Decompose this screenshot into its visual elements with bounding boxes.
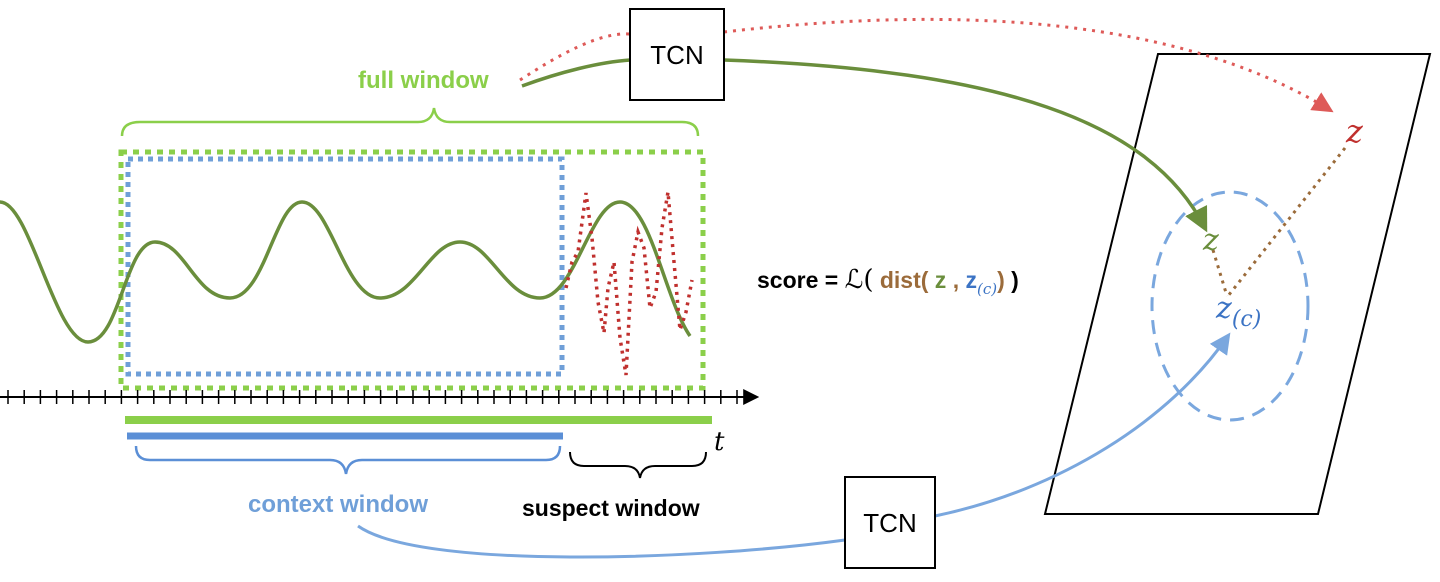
anomaly-signal-curve	[564, 191, 694, 376]
score-zc-sub: (c)	[977, 280, 997, 298]
score-prefix: score =	[757, 267, 845, 293]
full-window-frame	[118, 149, 706, 391]
suspect-window-brace	[569, 451, 707, 479]
score-close-outer: )	[1005, 267, 1019, 293]
context-window-embedding-arrow	[357, 336, 1228, 559]
score-comma: ,	[946, 267, 959, 293]
context-embedding-label: z(c)	[1215, 291, 1261, 332]
score-loss: ℒ(	[845, 265, 874, 295]
time-axis-ticks	[7, 390, 738, 404]
score-z: z	[928, 267, 946, 293]
context-window-label: context window	[248, 491, 428, 518]
full-window-brace	[120, 107, 700, 137]
normal-signal-curve	[0, 200, 692, 344]
distance-line-normal	[1211, 249, 1229, 297]
tcn-encoder-top-label: TCN	[650, 40, 703, 70]
context-window-brace	[134, 445, 562, 475]
full-window-label: full window	[358, 67, 489, 94]
score-zc: z	[959, 267, 977, 293]
anomaly-embedding-arrow	[519, 17, 1330, 110]
latent-space-plane	[1043, 53, 1432, 515]
distance-line-anomaly	[1226, 147, 1347, 297]
time-axis-label: t	[714, 427, 725, 457]
score-close-inner: )	[997, 267, 1005, 293]
context-region-ellipse	[1150, 190, 1310, 422]
tcn-encoder-top	[629, 8, 725, 101]
full-window-embedding-label: z	[1202, 223, 1219, 258]
full-window-embedding-arrow	[521, 58, 1205, 228]
suspect-window-label: suspect window	[522, 495, 700, 521]
tcn-encoder-bottom	[844, 476, 936, 569]
context-window-frame	[125, 156, 565, 377]
score-dist: dist(	[873, 267, 928, 293]
anomaly-embedding-label: z	[1345, 112, 1364, 150]
tcn-encoder-bottom-label: TCN	[863, 508, 916, 538]
context-embedding-base: z	[1215, 291, 1232, 326]
context-embedding-sub: (c)	[1232, 307, 1262, 332]
score-formula: score = ℒ( dist( z , z(c)) )	[757, 265, 1019, 298]
